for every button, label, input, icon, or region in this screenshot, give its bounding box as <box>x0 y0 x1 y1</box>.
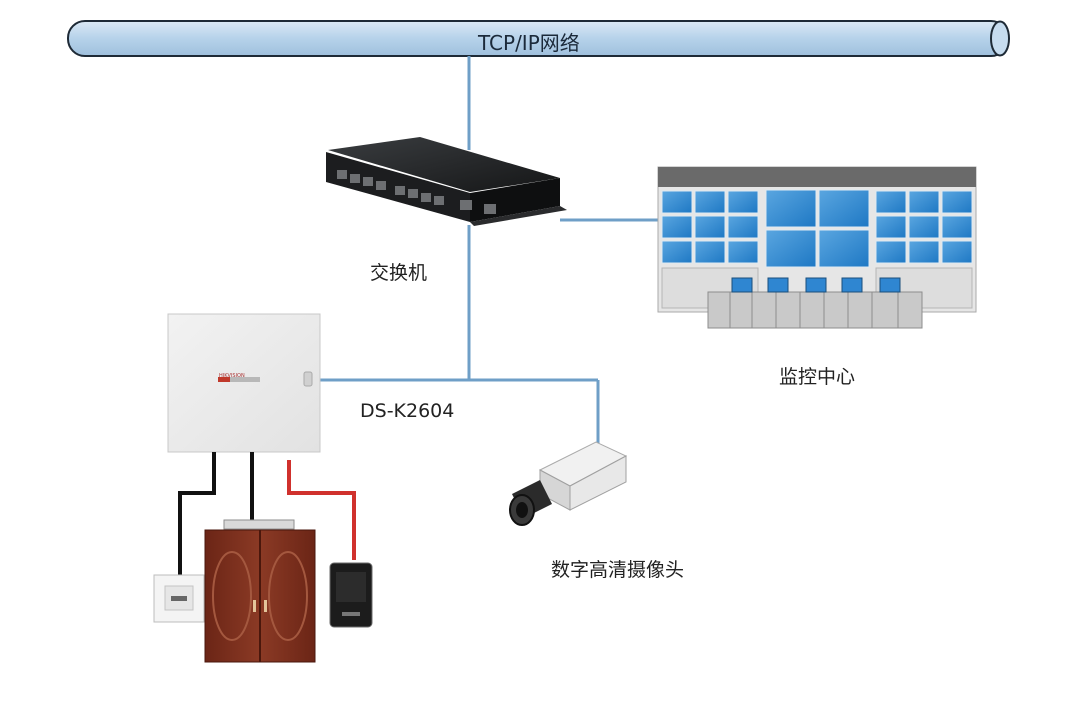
monitor-center-icon <box>657 166 977 329</box>
wire-card-reader <box>287 460 356 560</box>
switch-icon <box>326 137 567 226</box>
magnetic-lock-icon <box>223 519 295 530</box>
tcp-ip-network-label: TCP/IP网络 <box>478 31 580 55</box>
network-links <box>320 56 660 445</box>
hd-camera-icon <box>509 441 628 526</box>
card-reader-icon <box>329 562 373 628</box>
access-controller-icon <box>167 313 321 453</box>
controller-brand-logo: HIKVISION <box>219 373 245 379</box>
camera-label: 数字高清摄像头 <box>551 559 685 581</box>
exit-button-icon <box>153 574 205 623</box>
wire-exit-button <box>178 452 216 575</box>
operator-desk <box>707 291 923 329</box>
door-icon <box>204 529 316 663</box>
controller-wires <box>178 452 356 575</box>
controller-model-label: DS-K2604 <box>360 400 455 422</box>
monitor-center-label: 监控中心 <box>779 366 856 388</box>
switch-label: 交换机 <box>370 262 428 284</box>
tcp-ip-bus <box>67 20 1010 57</box>
